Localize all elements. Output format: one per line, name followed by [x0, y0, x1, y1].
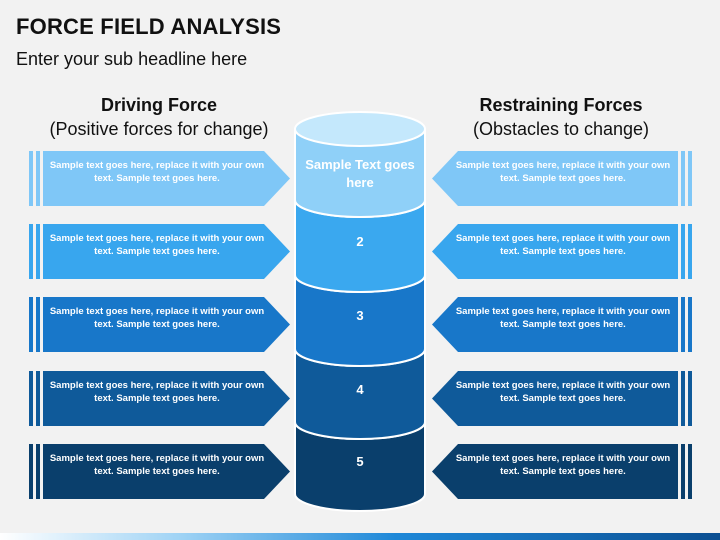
cylinder-segment-label: 2 [356, 233, 364, 249]
driving-force-text: Sample text goes here, replace it with y… [49, 453, 265, 477]
restraining-force-arrow [432, 371, 692, 426]
arrow-tail-stripe [688, 297, 692, 352]
arrow-body [432, 151, 678, 206]
cylinder-segment-label: 3 [356, 308, 364, 323]
arrow-tail-stripe [36, 151, 40, 206]
driving-force-arrow [29, 371, 290, 426]
driving-force-arrow [29, 444, 290, 499]
arrow-tail-stripe [29, 151, 33, 206]
arrow-tail-stripe [29, 224, 33, 279]
slide-title: FORCE FIELD ANALYSIS [16, 14, 282, 39]
arrow-body [43, 224, 290, 279]
driving-force-subtitle: (Positive forces for change) [49, 119, 269, 139]
cylinder-segment-body [294, 421, 426, 512]
arrow-tail-stripe [681, 371, 685, 426]
arrow-tail-stripe [29, 371, 33, 426]
arrow-tail-stripe [688, 224, 692, 279]
restraining-force-arrow [432, 297, 692, 352]
restraining-force-arrow [432, 444, 692, 499]
arrow-body [43, 444, 290, 499]
restraining-force-text: Sample text goes here, replace it with y… [455, 453, 671, 477]
cylinder-segment-label: 4 [356, 381, 364, 397]
arrow-tail-stripe [29, 297, 33, 352]
cylinder-segment-label: Sample Text goes here [305, 157, 415, 190]
arrow-body [43, 371, 290, 426]
arrow-tail-stripe [688, 444, 692, 499]
arrow-tail-stripe [681, 444, 685, 499]
driving-force-text: Sample text goes here, replace it with y… [49, 380, 265, 404]
driving-force-arrow [29, 224, 290, 279]
restraining-force-text: Sample text goes here, replace it with y… [455, 380, 671, 404]
arrow-tail-stripe [688, 151, 692, 206]
cylinder-segment [294, 111, 426, 218]
arrow-tail-stripe [681, 224, 685, 279]
driving-force-arrow [29, 297, 290, 352]
slide-subtitle: Enter your sub headline here [16, 49, 248, 69]
restraining-forces-heading: Restraining Forces (Obstacles to change) [431, 93, 691, 141]
restraining-force-text: Sample text goes here, replace it with y… [455, 306, 671, 330]
driving-force-title: Driving Force [100, 95, 218, 115]
restraining-force-arrow [432, 151, 692, 206]
restraining-forces-subtitle: (Obstacles to change) [472, 119, 650, 139]
restraining-force-text: Sample text goes here, replace it with y… [455, 160, 671, 184]
arrow-tail-stripe [36, 297, 40, 352]
cylinder-segment-body [294, 128, 426, 218]
driving-force-text: Sample text goes here, replace it with y… [49, 160, 265, 184]
arrow-tail-stripe [681, 151, 685, 206]
arrow-tail-stripe [29, 444, 33, 499]
driving-force-text: Sample text goes here, replace it with y… [49, 306, 265, 330]
arrow-tail-stripe [681, 297, 685, 352]
driving-force-heading: Driving Force (Positive forces for chang… [29, 93, 289, 141]
arrow-body [432, 297, 678, 352]
arrow-body [432, 224, 678, 279]
footer-gradient-bar [0, 533, 720, 540]
restraining-force-text: Sample text goes here, replace it with y… [455, 233, 671, 257]
cylinder-segment-body [294, 274, 426, 367]
cylinder-segment-label: 5 [356, 454, 364, 469]
restraining-force-arrow [432, 224, 692, 279]
arrow-body [432, 371, 678, 426]
arrow-tail-stripe [688, 371, 692, 426]
driving-force-text: Sample text goes here, replace it with y… [49, 233, 265, 257]
restraining-forces-title: Restraining Forces [479, 95, 643, 115]
arrow-body [43, 151, 290, 206]
driving-force-arrow [29, 151, 290, 206]
arrow-body [43, 297, 290, 352]
cylinder-segment-body [294, 199, 426, 293]
cylinder-segment-top [294, 111, 426, 147]
arrow-tail-stripe [36, 224, 40, 279]
arrow-tail-stripe [36, 371, 40, 426]
arrow-tail-stripe [36, 444, 40, 499]
arrow-body [432, 444, 678, 499]
cylinder-segment-body [294, 348, 426, 440]
